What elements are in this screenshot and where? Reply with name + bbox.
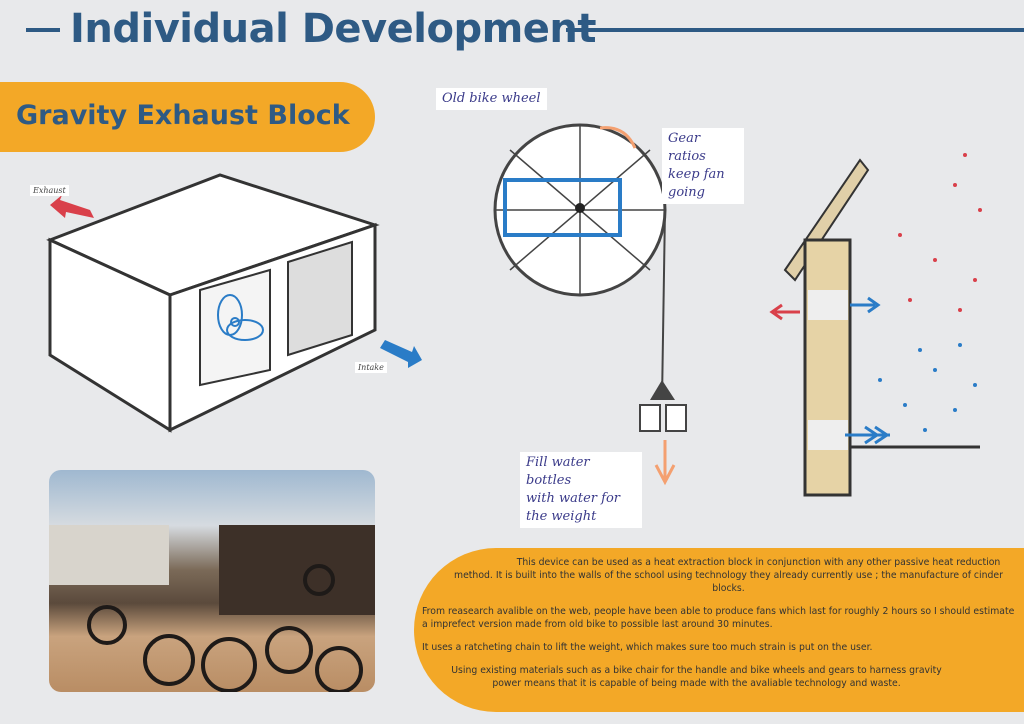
label-line: the weight	[526, 509, 597, 524]
cinder-block-sketch	[46, 173, 422, 433]
description-paragraph: From reasearch avalible on the web, peop…	[422, 606, 1015, 630]
label-line: keep fan	[668, 167, 725, 182]
cool-air-in-arrow-icon	[845, 425, 890, 445]
exhaust-arrow-icon	[50, 195, 94, 218]
bike-workshop-photo	[49, 470, 375, 692]
page-title: Individual Development	[70, 6, 597, 52]
section-title: Gravity Exhaust Block	[16, 100, 350, 131]
title-rule-left	[26, 28, 60, 32]
title-rule-right	[566, 28, 1024, 32]
description-panel: This device can be used as a heat extrac…	[414, 548, 1024, 712]
bike-wheel-sketch	[493, 123, 687, 486]
rotation-arrow-icon	[599, 126, 637, 149]
label-line: with water for	[526, 491, 621, 506]
water-bottle-icon	[665, 404, 687, 432]
label-fill-water-bottles: Fill water bottles with water for the we…	[520, 452, 642, 528]
label-line: Fill water bottles	[526, 455, 590, 488]
exhaust-label: Exhaust	[30, 185, 69, 196]
fan-icon	[217, 294, 264, 341]
description-paragraph: It uses a ratcheting chain to lift the w…	[422, 642, 873, 653]
section-title-banner	[0, 82, 375, 152]
cool-air-in-arrow-icon	[850, 296, 881, 314]
water-bottle-icon	[639, 404, 661, 432]
label-gear-ratios: Gear ratios keep fan going	[662, 128, 744, 204]
bicycles-illustration	[49, 525, 375, 692]
down-arrow-icon	[654, 440, 676, 486]
label-line: Gear ratios	[668, 131, 706, 164]
description-paragraph: Using existing materials such as a bike …	[451, 665, 942, 689]
hot-air-out-arrow-icon	[769, 303, 800, 321]
intake-label: Intake	[355, 362, 387, 373]
label-line: going	[668, 185, 706, 200]
fan-housing-icon	[503, 178, 622, 237]
description-paragraph: This device can be used as a heat extrac…	[454, 557, 1003, 594]
wall-section-sketch	[769, 153, 982, 497]
intake-arrow-icon	[380, 340, 422, 368]
label-old-bike-wheel: Old bike wheel	[436, 88, 547, 110]
